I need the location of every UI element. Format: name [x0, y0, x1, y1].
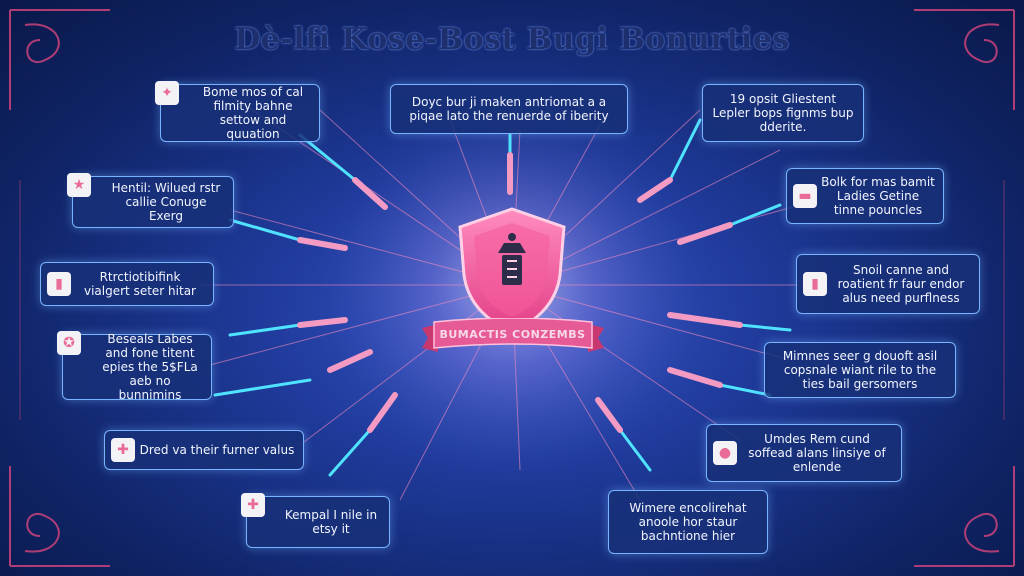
chart-icon: ▮ — [803, 272, 827, 296]
info-card: ▬ Bolk for mas bamit Ladies Getine tinne… — [786, 168, 944, 224]
award-icon: ★ — [67, 173, 91, 197]
info-card: ✪ Beseals Labes and fone titent epies th… — [57, 331, 212, 402]
truck-icon: ▬ — [793, 184, 817, 208]
info-card: Mimnes seer g douoft asil copsnale wiant… — [764, 342, 956, 398]
info-card: ▮ Rtrctiotibifink vialgert seter hitar — [40, 262, 214, 306]
info-card: Doyc bur ji maken antriomat a a piqae la… — [390, 84, 628, 134]
medical-cross-icon: ✚ — [241, 493, 265, 517]
banner-ribbon — [422, 318, 604, 352]
info-card: ✚ Dred va their furner valus — [104, 430, 304, 470]
medical-cross-icon: ✚ — [111, 438, 135, 462]
info-card: ▮ Snoil canne and roatient fr faur endor… — [796, 254, 980, 314]
target-icon: ✦ — [155, 81, 179, 105]
info-card: ✦ Bome mos of cal filmity bahne settow a… — [155, 81, 320, 142]
info-card: 19 opsit Gliestent Lepler bops fignms bu… — [702, 84, 864, 142]
badge-icon: ✪ — [57, 331, 81, 355]
info-card: ★ Hentil: Wilued rstr callie Conuge Exer… — [67, 173, 234, 228]
shield-icon — [458, 207, 566, 333]
person-icon: ● — [713, 441, 737, 465]
info-card: Wimere encolirehat anoole hor staur bach… — [608, 490, 768, 554]
banner-label: BUMACTIS CONZEMBS — [439, 328, 586, 341]
chart-icon: ▮ — [47, 272, 71, 296]
info-card: ✚ Kempal I nile in etsy it — [241, 493, 390, 548]
dart — [298, 133, 388, 210]
page-title: Dè-lfi Kose-Bost Bugi Bonurties — [234, 22, 790, 57]
info-card: ● Umdes Rem cund soffead alans linsiye o… — [706, 424, 902, 482]
